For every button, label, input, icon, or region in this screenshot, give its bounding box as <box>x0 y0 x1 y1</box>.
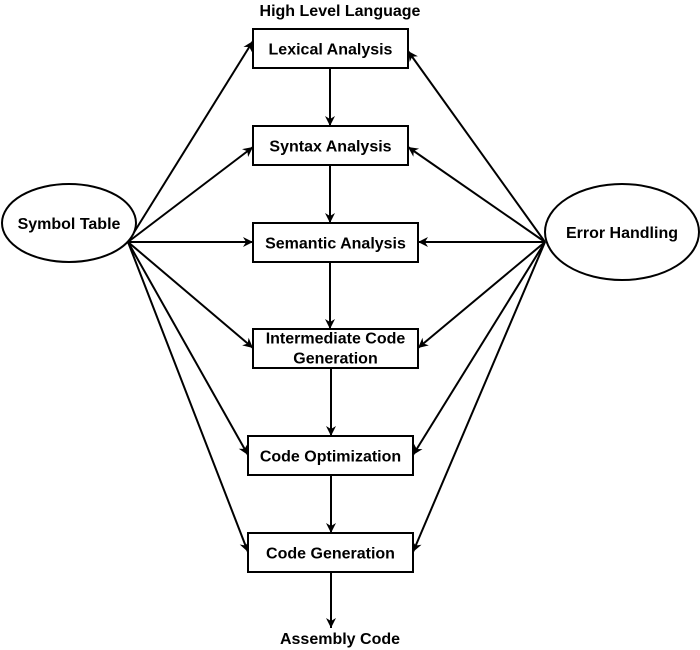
symbol-table-arrow-to-lexical <box>127 40 254 243</box>
phase-box-codegen: Code Generation <box>247 532 414 573</box>
error-handling-arrow-to-codegen <box>412 241 546 553</box>
phase-label-semantic: Semantic Analysis <box>265 236 406 253</box>
phase-label-intermediate-line-0: Intermediate Code <box>266 331 406 348</box>
symbol-table-arrow-to-intermediate <box>127 241 254 349</box>
error-handling-ellipse <box>544 183 700 281</box>
symbol-table-arrow-to-codegen <box>127 241 250 553</box>
output-label: Assembly Code <box>280 631 400 648</box>
phase-label-intermediate-line-1: Generation <box>293 351 377 368</box>
symbol-table-ellipse <box>1 183 137 263</box>
phase-label-syntax: Syntax Analysis <box>269 139 391 156</box>
phase-label-optimization: Code Optimization <box>260 449 401 466</box>
phase-rect-lexical <box>252 28 409 69</box>
error-handling-label: Error Handling <box>566 225 678 242</box>
phase-rect-intermediate <box>252 328 419 369</box>
error-handling-node: Error Handling <box>544 183 700 281</box>
edges-layer <box>127 40 546 628</box>
symbol-table-label: Symbol Table <box>18 216 121 233</box>
phase-rect-codegen <box>247 532 414 573</box>
phase-rect-optimization <box>247 435 414 476</box>
phase-label-lexical: Lexical Analysis <box>269 42 393 59</box>
error-handling-arrow-to-optimization <box>412 241 546 456</box>
diagram-title: High Level Language <box>260 3 421 20</box>
phase-rect-syntax <box>252 125 409 166</box>
symbol-table-arrow-to-optimization <box>127 241 249 456</box>
phase-box-lexical: Lexical Analysis <box>252 28 409 69</box>
error-handling-arrow-to-lexical <box>407 50 546 243</box>
phase-rect-semantic <box>252 222 419 263</box>
phase-label-codegen: Code Generation <box>266 546 395 563</box>
phase-box-semantic: Semantic Analysis <box>252 222 419 263</box>
symbol-table-node: Symbol Table <box>1 183 137 263</box>
symbol-table-arrow-to-syntax <box>127 146 254 243</box>
error-handling-arrow-to-intermediate <box>417 241 546 349</box>
phase-box-optimization: Code Optimization <box>247 435 414 476</box>
error-handling-arrow-to-syntax <box>407 146 546 243</box>
phase-box-syntax: Syntax Analysis <box>252 125 409 166</box>
